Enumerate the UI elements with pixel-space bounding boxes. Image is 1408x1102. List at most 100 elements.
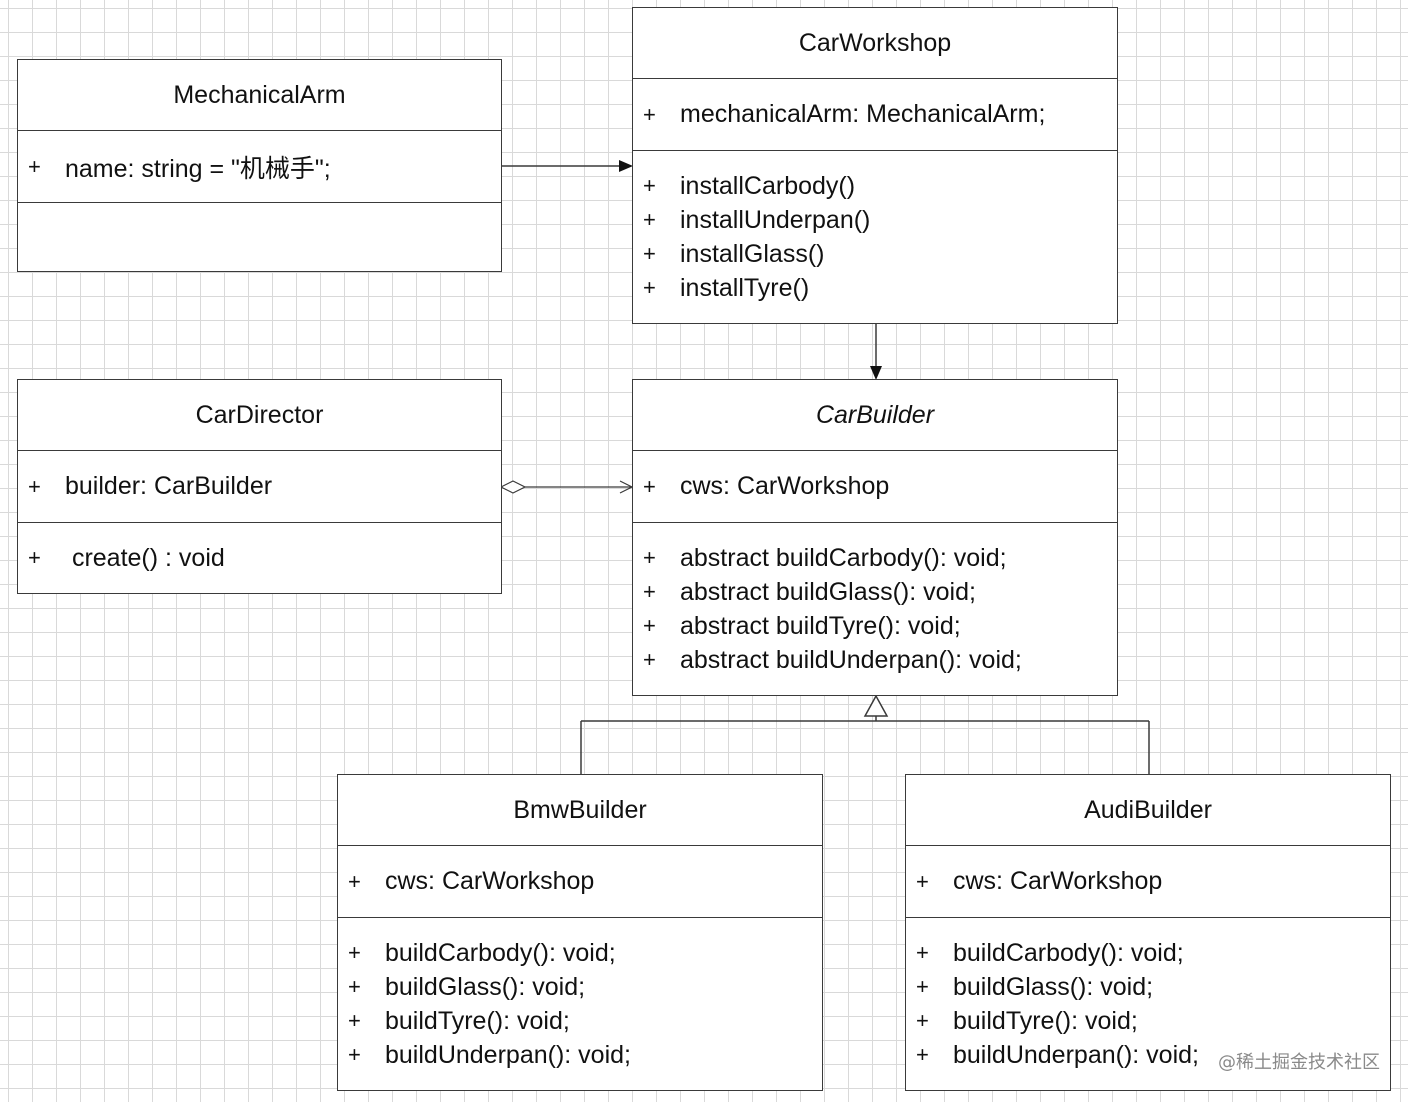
method-text: abstract buildCarbody(): void;: [680, 543, 1007, 572]
attributes-section: + builder: CarBuilder: [18, 451, 501, 523]
method-row: + buildGlass(): void;: [916, 970, 1380, 1004]
method-row: + buildGlass(): void;: [348, 970, 812, 1004]
visibility-marker: +: [28, 153, 41, 179]
attribute-text: cws: CarWorkshop: [385, 867, 595, 895]
attribute-row: + builder: CarBuilder: [28, 470, 491, 504]
method-text: buildGlass(): void;: [953, 972, 1154, 1001]
methods-section: + buildCarbody(): void; + buildGlass(): …: [338, 918, 822, 1090]
visibility-marker: +: [916, 940, 929, 965]
class-name: AudiBuilder: [906, 775, 1390, 846]
method-text: abstract buildUnderpan(): void;: [680, 645, 1022, 674]
attribute-text: builder: CarBuilder: [65, 472, 273, 500]
class-bmw-builder[interactable]: BmwBuilder + cws: CarWorkshop + buildCar…: [337, 774, 823, 1091]
method-row: + buildUnderpan(): void;: [916, 1038, 1380, 1072]
visibility-marker: +: [348, 940, 361, 965]
method-text: buildUnderpan(): void;: [385, 1040, 631, 1069]
attribute-row: + cws: CarWorkshop: [916, 865, 1380, 899]
method-row: + buildTyre(): void;: [916, 1004, 1380, 1038]
method-text: abstract buildGlass(): void;: [680, 577, 976, 606]
aggregation-diamond-icon: [499, 480, 527, 494]
filled-arrowhead-icon: [619, 160, 633, 172]
visibility-marker: +: [643, 173, 656, 198]
visibility-marker: +: [28, 545, 41, 570]
method-row: + buildCarbody(): void;: [916, 936, 1380, 970]
methods-section: [18, 203, 501, 271]
class-name: MechanicalArm: [18, 60, 501, 131]
attribute-text: cws: CarWorkshop: [680, 472, 890, 500]
visibility-marker: +: [643, 473, 656, 499]
visibility-marker: +: [348, 974, 361, 999]
class-mechanical-arm[interactable]: MechanicalArm + name: string = "机械手";: [17, 59, 502, 272]
attributes-section: + cws: CarWorkshop: [633, 451, 1117, 523]
attribute-row: + name: string = "机械手";: [28, 150, 491, 184]
visibility-marker: +: [643, 545, 656, 570]
attribute-row: + cws: CarWorkshop: [348, 865, 812, 899]
attributes-section: + name: string = "机械手";: [18, 131, 501, 203]
visibility-marker: +: [28, 473, 41, 499]
method-text: abstract buildTyre(): void;: [680, 611, 961, 640]
filled-arrowhead-icon: [870, 366, 882, 380]
visibility-marker: +: [916, 974, 929, 999]
visibility-marker: +: [643, 613, 656, 638]
method-text: installTyre(): [680, 273, 810, 302]
visibility-marker: +: [643, 579, 656, 604]
method-text: buildGlass(): void;: [385, 972, 586, 1001]
method-row: + abstract buildCarbody(): void;: [643, 541, 1107, 575]
methods-section: + buildCarbody(): void; + buildGlass(): …: [906, 918, 1390, 1090]
class-audi-builder[interactable]: AudiBuilder + cws: CarWorkshop + buildCa…: [905, 774, 1391, 1091]
method-text: buildUnderpan(): void;: [953, 1040, 1199, 1069]
method-row: + abstract buildUnderpan(): void;: [643, 643, 1107, 677]
class-car-workshop[interactable]: CarWorkshop + mechanicalArm: MechanicalA…: [632, 7, 1118, 324]
method-row: + abstract buildTyre(): void;: [643, 609, 1107, 643]
inheritance-triangle-icon: [863, 694, 889, 717]
visibility-marker: +: [348, 1008, 361, 1033]
visibility-marker: +: [916, 868, 929, 894]
class-name: CarDirector: [18, 380, 501, 451]
attribute-text: name: string = "机械手";: [65, 154, 331, 183]
method-text: buildTyre(): void;: [385, 1006, 570, 1035]
method-row: + create() : void: [28, 541, 491, 575]
attributes-section: + mechanicalArm: MechanicalArm;: [633, 79, 1117, 151]
methods-section: + installCarbody() + installUnderpan() +…: [633, 151, 1117, 323]
visibility-marker: +: [643, 241, 656, 266]
method-text: buildCarbody(): void;: [385, 938, 616, 967]
methods-section: + create() : void: [18, 523, 501, 593]
class-car-builder[interactable]: CarBuilder + cws: CarWorkshop + abstract…: [632, 379, 1118, 696]
method-row: + installCarbody(): [643, 169, 1107, 203]
method-row: + installGlass(): [643, 237, 1107, 271]
visibility-marker: +: [916, 1008, 929, 1033]
class-name: CarWorkshop: [633, 8, 1117, 79]
attributes-section: + cws: CarWorkshop: [906, 846, 1390, 918]
method-text: installCarbody(): [680, 171, 856, 200]
method-row: + buildTyre(): void;: [348, 1004, 812, 1038]
method-row: + installTyre(): [643, 271, 1107, 305]
visibility-marker: +: [348, 1042, 361, 1067]
visibility-marker: +: [348, 868, 361, 894]
visibility-marker: +: [643, 647, 656, 672]
method-row: + buildUnderpan(): void;: [348, 1038, 812, 1072]
class-car-director[interactable]: CarDirector + builder: CarBuilder + crea…: [17, 379, 502, 594]
method-row: + abstract buildGlass(): void;: [643, 575, 1107, 609]
method-text: create() : void: [65, 543, 225, 572]
visibility-marker: +: [643, 275, 656, 300]
method-text: installGlass(): [680, 239, 825, 268]
method-text: buildTyre(): void;: [953, 1006, 1138, 1035]
attribute-text: cws: CarWorkshop: [953, 867, 1163, 895]
attribute-row: + mechanicalArm: MechanicalArm;: [643, 98, 1107, 132]
watermark: @稀土掘金技术社区: [1218, 1048, 1380, 1074]
method-row: + installUnderpan(): [643, 203, 1107, 237]
visibility-marker: +: [916, 1042, 929, 1067]
method-text: buildCarbody(): void;: [953, 938, 1184, 967]
attribute-text: mechanicalArm: MechanicalArm;: [680, 100, 1046, 128]
methods-section: + abstract buildCarbody(): void; + abstr…: [633, 523, 1117, 695]
visibility-marker: +: [643, 207, 656, 232]
attribute-row: + cws: CarWorkshop: [643, 470, 1107, 504]
class-name: CarBuilder: [633, 380, 1117, 451]
class-name: BmwBuilder: [338, 775, 822, 846]
visibility-marker: +: [643, 101, 656, 127]
method-row: + buildCarbody(): void;: [348, 936, 812, 970]
method-text: installUnderpan(): [680, 205, 871, 234]
attributes-section: + cws: CarWorkshop: [338, 846, 822, 918]
